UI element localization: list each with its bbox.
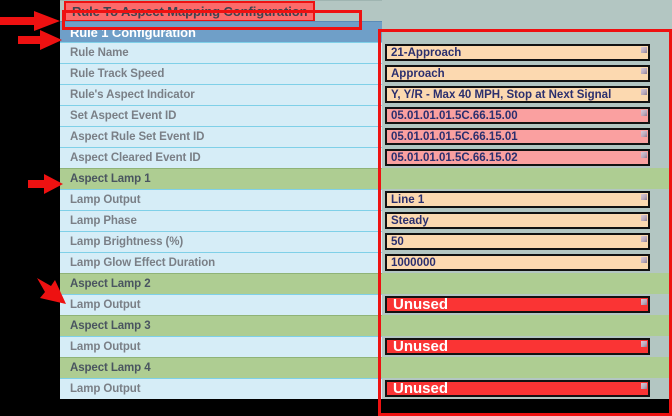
field-input[interactable]: Line 1 — [385, 191, 650, 208]
field-label: Aspect Cleared Event ID — [60, 147, 382, 168]
arrow-mapping-title — [0, 11, 60, 31]
field-input[interactable]: Unused — [385, 380, 650, 397]
section-header-label: Aspect Lamp 1 — [60, 168, 382, 189]
field-input[interactable]: 21-Approach — [385, 44, 650, 61]
field-input[interactable]: Y, Y/R - Max 40 MPH, Stop at Next Signal — [385, 86, 650, 103]
resize-grip-icon — [641, 47, 647, 53]
field-input[interactable]: Unused — [385, 296, 650, 313]
arrow-aspect-lamp-2 — [37, 278, 66, 304]
field-label: Lamp Phase — [60, 210, 382, 231]
field-value-cell: 05.01.01.01.5C.66.15.01 — [382, 126, 672, 147]
field-input[interactable]: 05.01.01.01.5C.66.15.01 — [385, 128, 650, 145]
resize-grip-icon — [641, 194, 647, 200]
resize-grip-icon — [641, 299, 647, 305]
field-value-cell: Y, Y/R - Max 40 MPH, Stop at Next Signal — [382, 84, 672, 105]
field-label: Lamp Output — [60, 294, 382, 315]
field-value-cell: 05.01.01.01.5C.66.15.02 — [382, 147, 672, 168]
mapping-title-value-cell — [382, 0, 672, 21]
field-value-cell: Line 1 — [382, 189, 672, 210]
section-header-row: Aspect Lamp 4 — [60, 357, 672, 378]
resize-grip-icon — [641, 110, 647, 116]
resize-grip-icon — [641, 89, 647, 95]
field-label: Rule Name — [60, 42, 382, 63]
field-label: Lamp Output — [60, 378, 382, 399]
resize-grip-icon — [641, 383, 647, 389]
field-value-cell: Unused — [382, 336, 672, 357]
resize-grip-icon — [641, 341, 647, 347]
resize-grip-icon — [641, 68, 647, 74]
resize-grip-icon — [641, 236, 647, 242]
section-header-row: Aspect Lamp 3 — [60, 315, 672, 336]
section-header-value-cell — [382, 357, 672, 378]
field-input[interactable]: 05.01.01.01.5C.66.15.02 — [385, 149, 650, 166]
field-label: Lamp Output — [60, 189, 382, 210]
field-value-cell: Unused — [382, 294, 672, 315]
resize-grip-icon — [641, 152, 647, 158]
rule-header-value-cell — [382, 21, 672, 42]
field-label: Lamp Output — [60, 336, 382, 357]
mapping-title-cell: Rule To Aspect Mapping Configuration — [60, 0, 382, 21]
table-row: Lamp Brightness (%)50 — [60, 231, 672, 252]
field-input[interactable]: 1000000 — [385, 254, 650, 271]
section-header-label: Aspect Lamp 2 — [60, 273, 382, 294]
field-value-cell: 21-Approach — [382, 42, 672, 63]
section-header-row: Aspect Lamp 1 — [60, 168, 672, 189]
section-header-label: Aspect Lamp 4 — [60, 357, 382, 378]
field-label: Rule Track Speed — [60, 63, 382, 84]
resize-grip-icon — [641, 215, 647, 221]
page-title: Rule To Aspect Mapping Configuration — [64, 1, 316, 21]
field-input[interactable]: Approach — [385, 65, 650, 82]
arrow-rule-header — [18, 30, 62, 50]
section-header-label: Aspect Lamp 3 — [60, 315, 382, 336]
section-header-value-cell — [382, 273, 672, 294]
field-label: Set Aspect Event ID — [60, 105, 382, 126]
field-value-cell: Approach — [382, 63, 672, 84]
field-input[interactable]: 50 — [385, 233, 650, 250]
section-header-value-cell — [382, 168, 672, 189]
field-label: Rule's Aspect Indicator — [60, 84, 382, 105]
field-value-cell: 50 — [382, 231, 672, 252]
field-label: Lamp Glow Effect Duration — [60, 252, 382, 273]
field-label: Aspect Rule Set Event ID — [60, 126, 382, 147]
field-input[interactable]: Unused — [385, 338, 650, 355]
field-input[interactable]: 05.01.01.01.5C.66.15.00 — [385, 107, 650, 124]
field-label: Lamp Brightness (%) — [60, 231, 382, 252]
field-value-cell: 05.01.01.01.5C.66.15.00 — [382, 105, 672, 126]
arrow-aspect-lamp-1 — [28, 174, 63, 194]
field-value-cell: Steady — [382, 210, 672, 231]
section-header-row: Aspect Lamp 2 — [60, 273, 672, 294]
resize-grip-icon — [641, 131, 647, 137]
field-value-cell: Unused — [382, 378, 672, 399]
section-header-value-cell — [382, 315, 672, 336]
field-input[interactable]: Steady — [385, 212, 650, 229]
resize-grip-icon — [641, 257, 647, 263]
field-value-cell: 1000000 — [382, 252, 672, 273]
rule-header-label: Rule 1 Configuration — [60, 21, 382, 42]
